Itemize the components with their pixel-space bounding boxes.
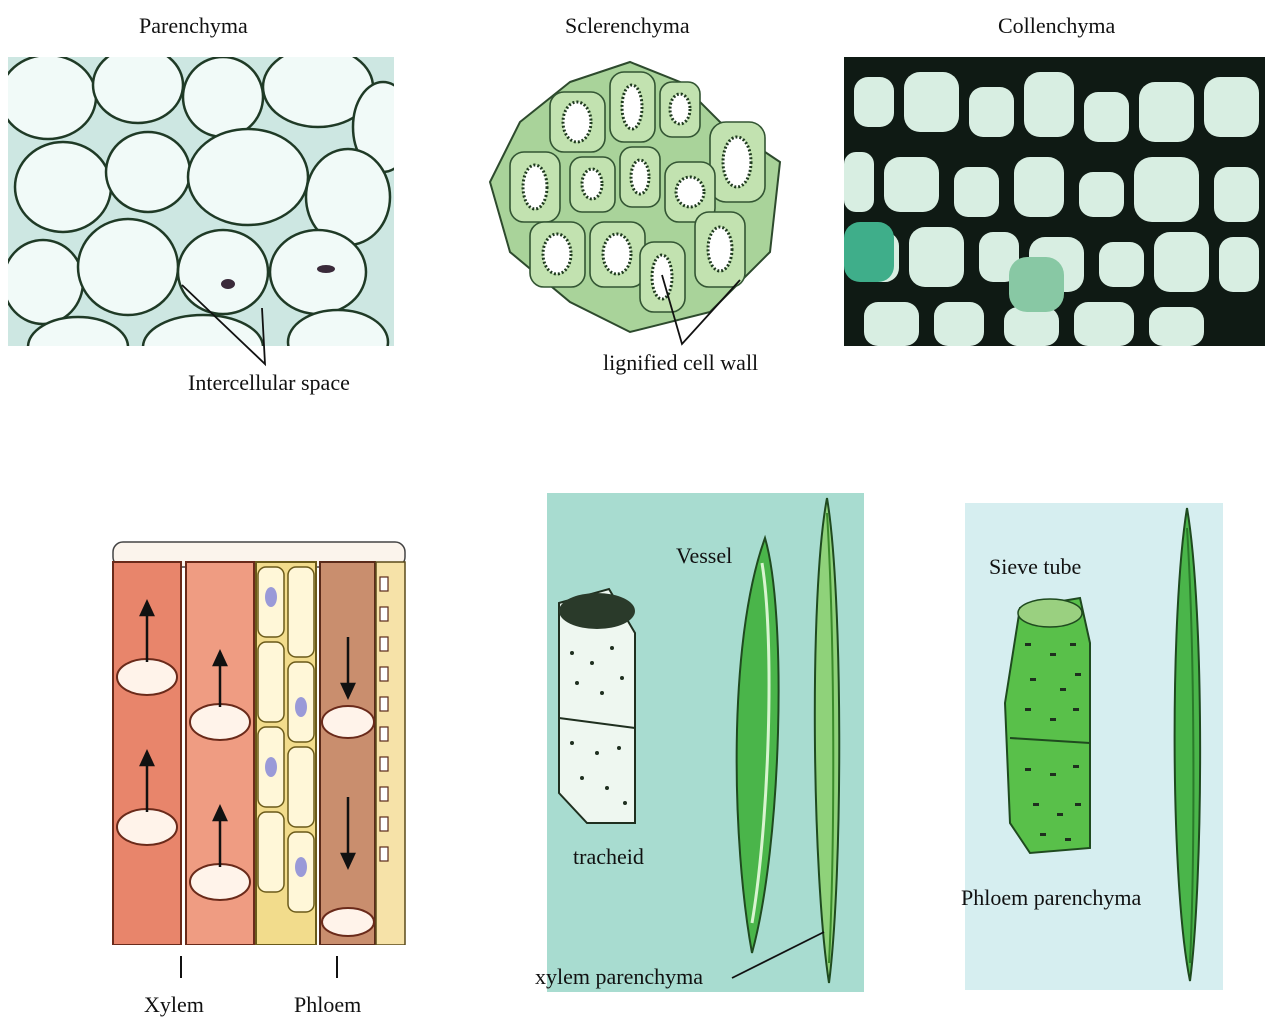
- lignified-cell-wall-pointer: [640, 270, 750, 350]
- phloem-parenchyma-label: Phloem parenchyma: [961, 887, 1141, 909]
- collenchyma-title: Collenchyma: [998, 15, 1115, 37]
- sclerenchyma-title: Sclerenchyma: [565, 15, 690, 37]
- parenchyma-title: Parenchyma: [139, 15, 248, 37]
- vessel-label: Vessel: [676, 545, 732, 567]
- tracheid-label: tracheid: [573, 846, 644, 868]
- collenchyma-image: [844, 57, 1265, 346]
- lignified-cell-wall-label: lignified cell wall: [603, 352, 758, 374]
- sieve-tube-label: Sieve tube: [989, 556, 1081, 578]
- xylem-parenchyma-label: xylem parenchyma: [535, 966, 703, 988]
- intercellular-space-label: Intercellular space: [188, 372, 350, 394]
- xylem-parenchyma-pointer: [728, 928, 828, 983]
- phloem-tick: [336, 956, 338, 978]
- phloem-label: Phloem: [294, 994, 361, 1016]
- xylem-tick: [180, 956, 182, 978]
- xylem-label: Xylem: [144, 994, 204, 1016]
- xylem-phloem-image: [108, 537, 410, 945]
- intercellular-space-pointer: [170, 280, 280, 370]
